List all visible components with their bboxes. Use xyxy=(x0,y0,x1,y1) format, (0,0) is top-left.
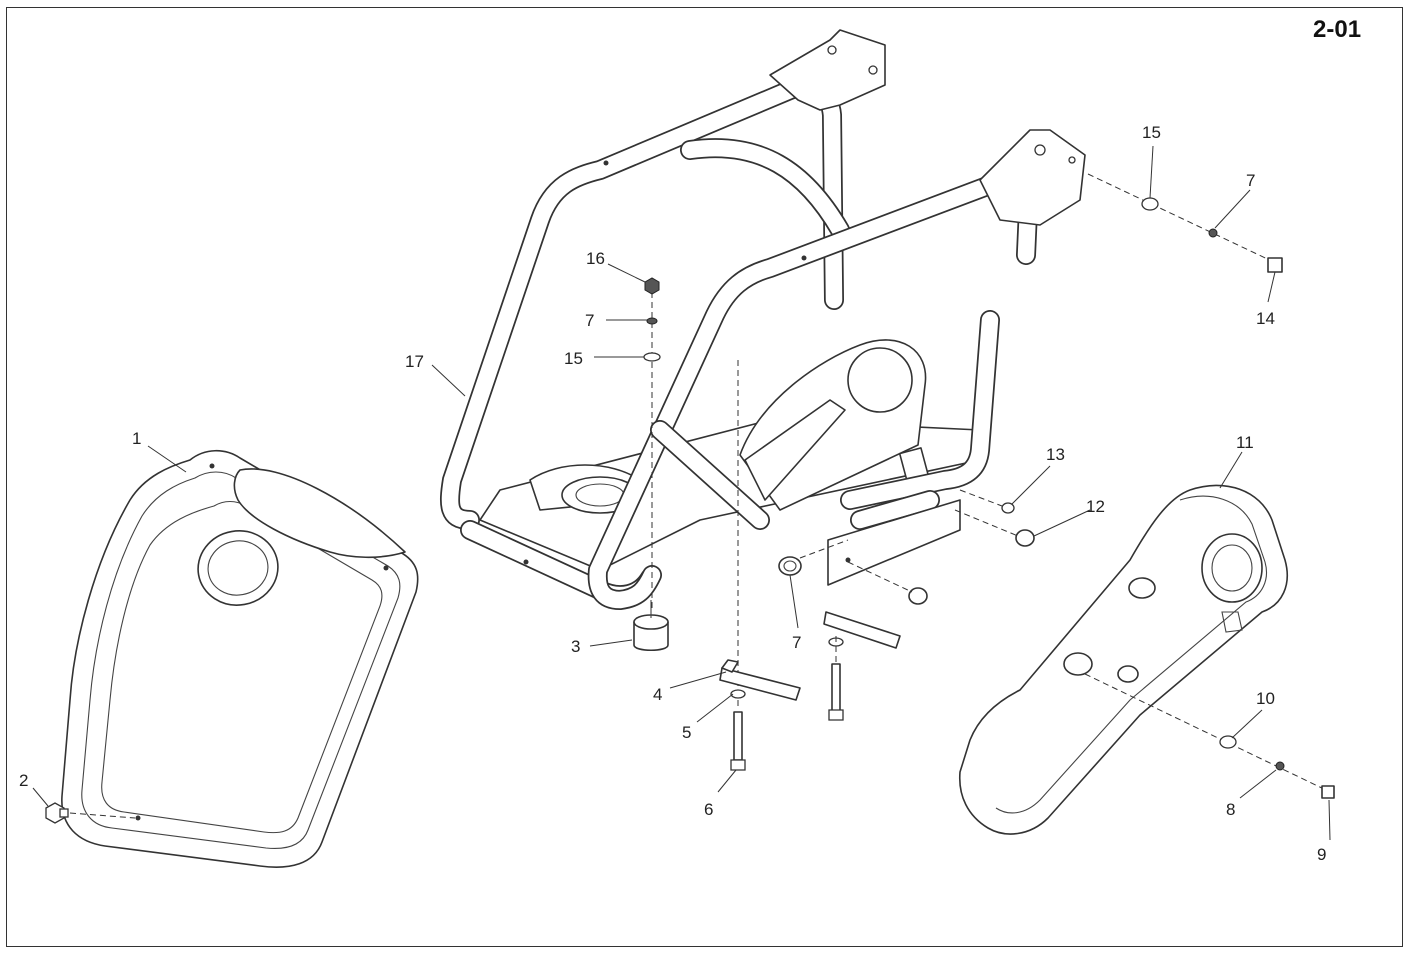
callout-9: 9 xyxy=(1317,845,1326,864)
page-code: 2-01 xyxy=(1313,16,1362,43)
callout-1: 1 xyxy=(132,429,141,448)
callout-15-top: 15 xyxy=(1142,123,1161,142)
callout-6: 6 xyxy=(704,800,713,819)
mount-hardware-stack xyxy=(633,277,739,710)
callout-7-stack: 7 xyxy=(585,311,594,330)
callout-11: 11 xyxy=(1236,433,1254,452)
callout-14: 14 xyxy=(1256,309,1275,328)
frame-part-17 xyxy=(440,29,1086,610)
frame-fasteners xyxy=(778,489,1035,605)
callout-13: 13 xyxy=(1046,445,1065,464)
callout-3: 3 xyxy=(571,637,580,656)
belt-guard-hardware xyxy=(1084,673,1335,799)
bracket-hardware-top xyxy=(1087,173,1283,273)
callout-5: 5 xyxy=(682,723,691,742)
callout-12: 12 xyxy=(1086,497,1105,516)
callout-8: 8 xyxy=(1226,800,1235,819)
callout-labels: 1 2 3 4 5 6 7 7 7 8 9 10 11 12 13 14 15 … xyxy=(19,123,1326,864)
diagram-frame xyxy=(6,7,1403,947)
front-cover-part xyxy=(61,449,419,868)
callout-leader-lines xyxy=(32,145,1331,841)
callout-17: 17 xyxy=(405,352,424,371)
callout-10: 10 xyxy=(1256,689,1275,708)
belt-guard-part-11 xyxy=(958,484,1289,835)
bolt-part-2 xyxy=(45,802,136,824)
callout-2: 2 xyxy=(19,771,28,790)
callout-15-stack: 15 xyxy=(564,349,583,368)
callout-4: 4 xyxy=(653,685,662,704)
callout-7-front: 7 xyxy=(792,633,801,652)
callout-7-top: 7 xyxy=(1246,171,1255,190)
skid-bracket-hardware xyxy=(719,611,901,771)
callout-16: 16 xyxy=(586,249,605,268)
